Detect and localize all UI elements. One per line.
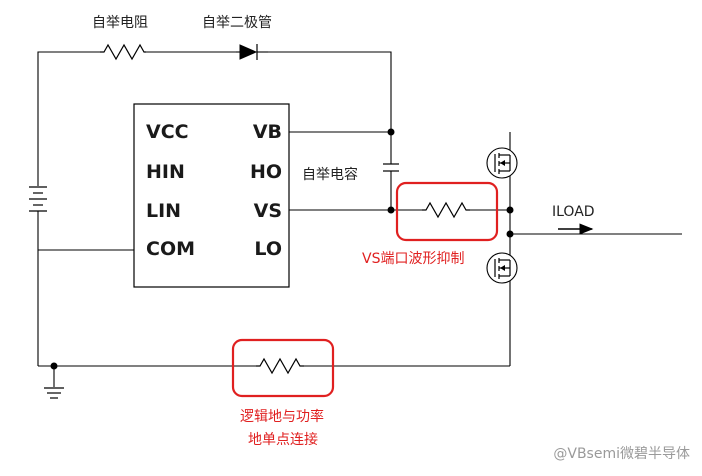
bootstrap-diode-symbol — [236, 44, 268, 60]
ground-connection-highlight — [231, 338, 335, 398]
pin-vcc: VCC — [146, 121, 189, 143]
pin-vs: VS — [254, 200, 282, 222]
ground-connection-label-line2: 地单点连接 — [248, 431, 318, 448]
pin-lin: LIN — [146, 200, 181, 222]
pin-lo: LO — [254, 238, 282, 260]
switch-node-junction-1 — [506, 206, 514, 214]
ground-symbol — [44, 366, 64, 399]
bootstrap-capacitor-label: 自举电容 — [302, 166, 358, 183]
bootstrap-resistor-label: 自举电阻 — [92, 15, 148, 31]
bootstrap-resistor-symbol — [100, 43, 146, 61]
ground-connection-label-line1: 逻辑地与功率 — [240, 408, 324, 425]
pin-vb: VB — [253, 121, 282, 143]
high-side-mosfet-symbol — [486, 147, 518, 179]
top-wire — [37, 51, 392, 180]
pin-hin: HIN — [146, 161, 185, 183]
iload-label: ILOAD — [552, 204, 595, 220]
vs-suppression-label: VS端口波形抑制 — [362, 251, 464, 267]
low-side-mosfet-symbol — [486, 252, 518, 284]
watermark: @VBsemi微碧半导体 — [553, 446, 690, 462]
pin-ho: HO — [250, 161, 282, 183]
bootstrap-diode-label: 自举二极管 — [202, 15, 272, 31]
pin-com: COM — [146, 238, 195, 260]
bootstrap-capacitor-symbol — [383, 132, 399, 210]
battery-symbol — [29, 180, 47, 218]
driver-ic-box — [133, 103, 290, 288]
vs-suppression-highlight — [395, 181, 499, 242]
vs-suppression-resistor-symbol — [422, 201, 470, 219]
ground-resistor-symbol — [256, 357, 304, 375]
